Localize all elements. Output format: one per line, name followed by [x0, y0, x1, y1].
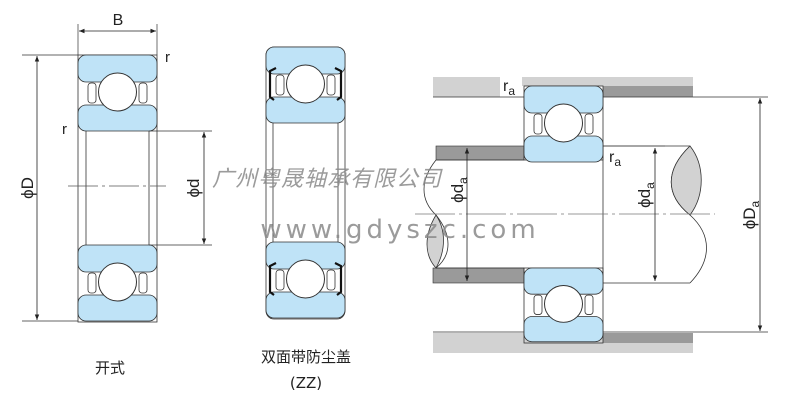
watermark-url: www.gdyszc.com: [260, 215, 539, 245]
watermark-company: 广州粤晟轴承有限公司: [212, 167, 443, 192]
svg-text:ϕda: ϕda: [635, 182, 657, 208]
open-bearing: B ϕD ϕd r r 开式: [18, 12, 212, 377]
bore-label: ϕd: [184, 179, 203, 198]
outer-diameter-label: ϕD: [18, 177, 37, 199]
shaft-dia-label-right: ϕda: [635, 182, 657, 208]
radius-label-housing: ra: [503, 78, 515, 98]
shaft-dia-label-left: ϕda: [448, 177, 470, 203]
svg-text:ϕda: ϕda: [448, 177, 470, 203]
radius-label-shaft: ra: [609, 149, 621, 169]
mounting-diagram: ϕda ϕda ϕDa ra ra: [415, 77, 768, 353]
shield-icon: [268, 67, 343, 296]
radius-label-top: r: [165, 49, 170, 66]
housing-dia-label: ϕDa: [740, 200, 762, 229]
shielded-bearing: 双面带防尘盖 (ZZ): [261, 46, 351, 392]
shielded-code: (ZZ): [290, 374, 322, 392]
shielded-caption: 双面带防尘盖: [261, 348, 351, 366]
svg-text:ϕDa: ϕDa: [740, 200, 762, 229]
radius-label-left: r: [62, 121, 67, 138]
width-label: B: [113, 12, 124, 29]
open-caption: 开式: [95, 359, 125, 377]
